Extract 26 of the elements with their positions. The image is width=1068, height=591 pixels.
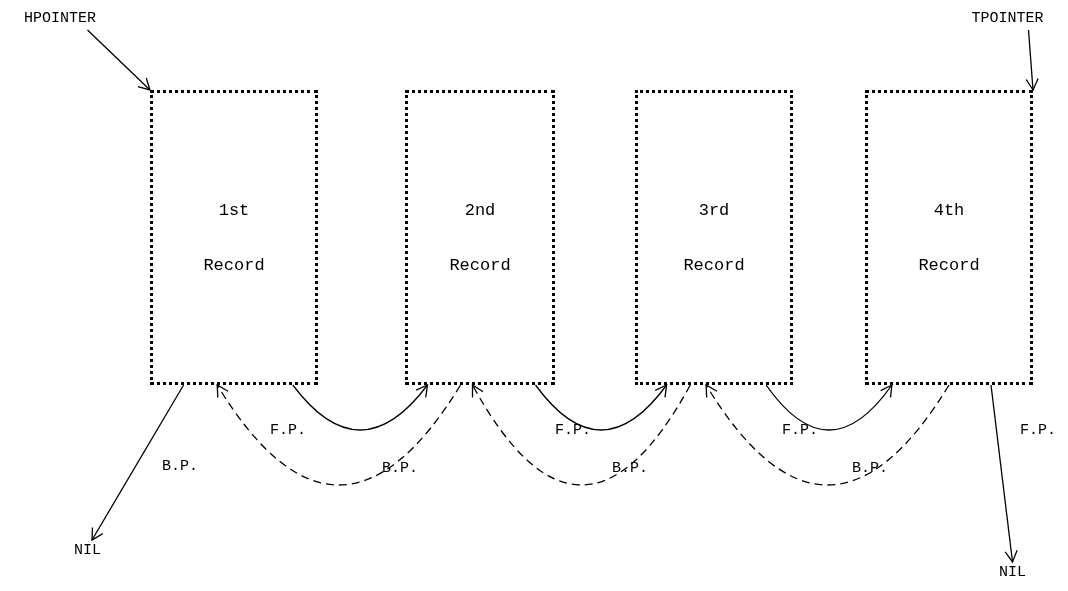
arrow (990, 384, 1018, 563)
arrow (1025, 29, 1039, 91)
record-box: 1st Record (150, 90, 318, 385)
edge-label: B.P. (611, 459, 649, 479)
arrow (91, 384, 185, 541)
arrow (765, 384, 893, 431)
edge-label: F.P. (554, 421, 592, 441)
arrow (86, 29, 151, 91)
edge-label: F.P. (1019, 421, 1057, 441)
edge-label: B.P. (851, 459, 889, 479)
pointer-label: HPOINTER (5, 8, 115, 30)
dashed-arrow (216, 384, 462, 486)
record-box: 2nd Record (405, 90, 555, 385)
edge-label: B.P. (381, 459, 419, 479)
record-box: 4th Record (865, 90, 1033, 385)
arrow (534, 384, 668, 431)
pointer-label: NIL (65, 540, 110, 562)
dashed-arrow (705, 384, 950, 486)
pointer-label: NIL (990, 562, 1035, 584)
record-box: 3rd Record (635, 90, 793, 385)
dashed-arrow (471, 384, 691, 486)
edge-label: F.P. (269, 421, 307, 441)
edge-label: F.P. (781, 421, 819, 441)
arrow (292, 384, 429, 431)
pointer-label: TPOINTER (955, 8, 1060, 30)
edge-label: B.P. (161, 457, 199, 477)
